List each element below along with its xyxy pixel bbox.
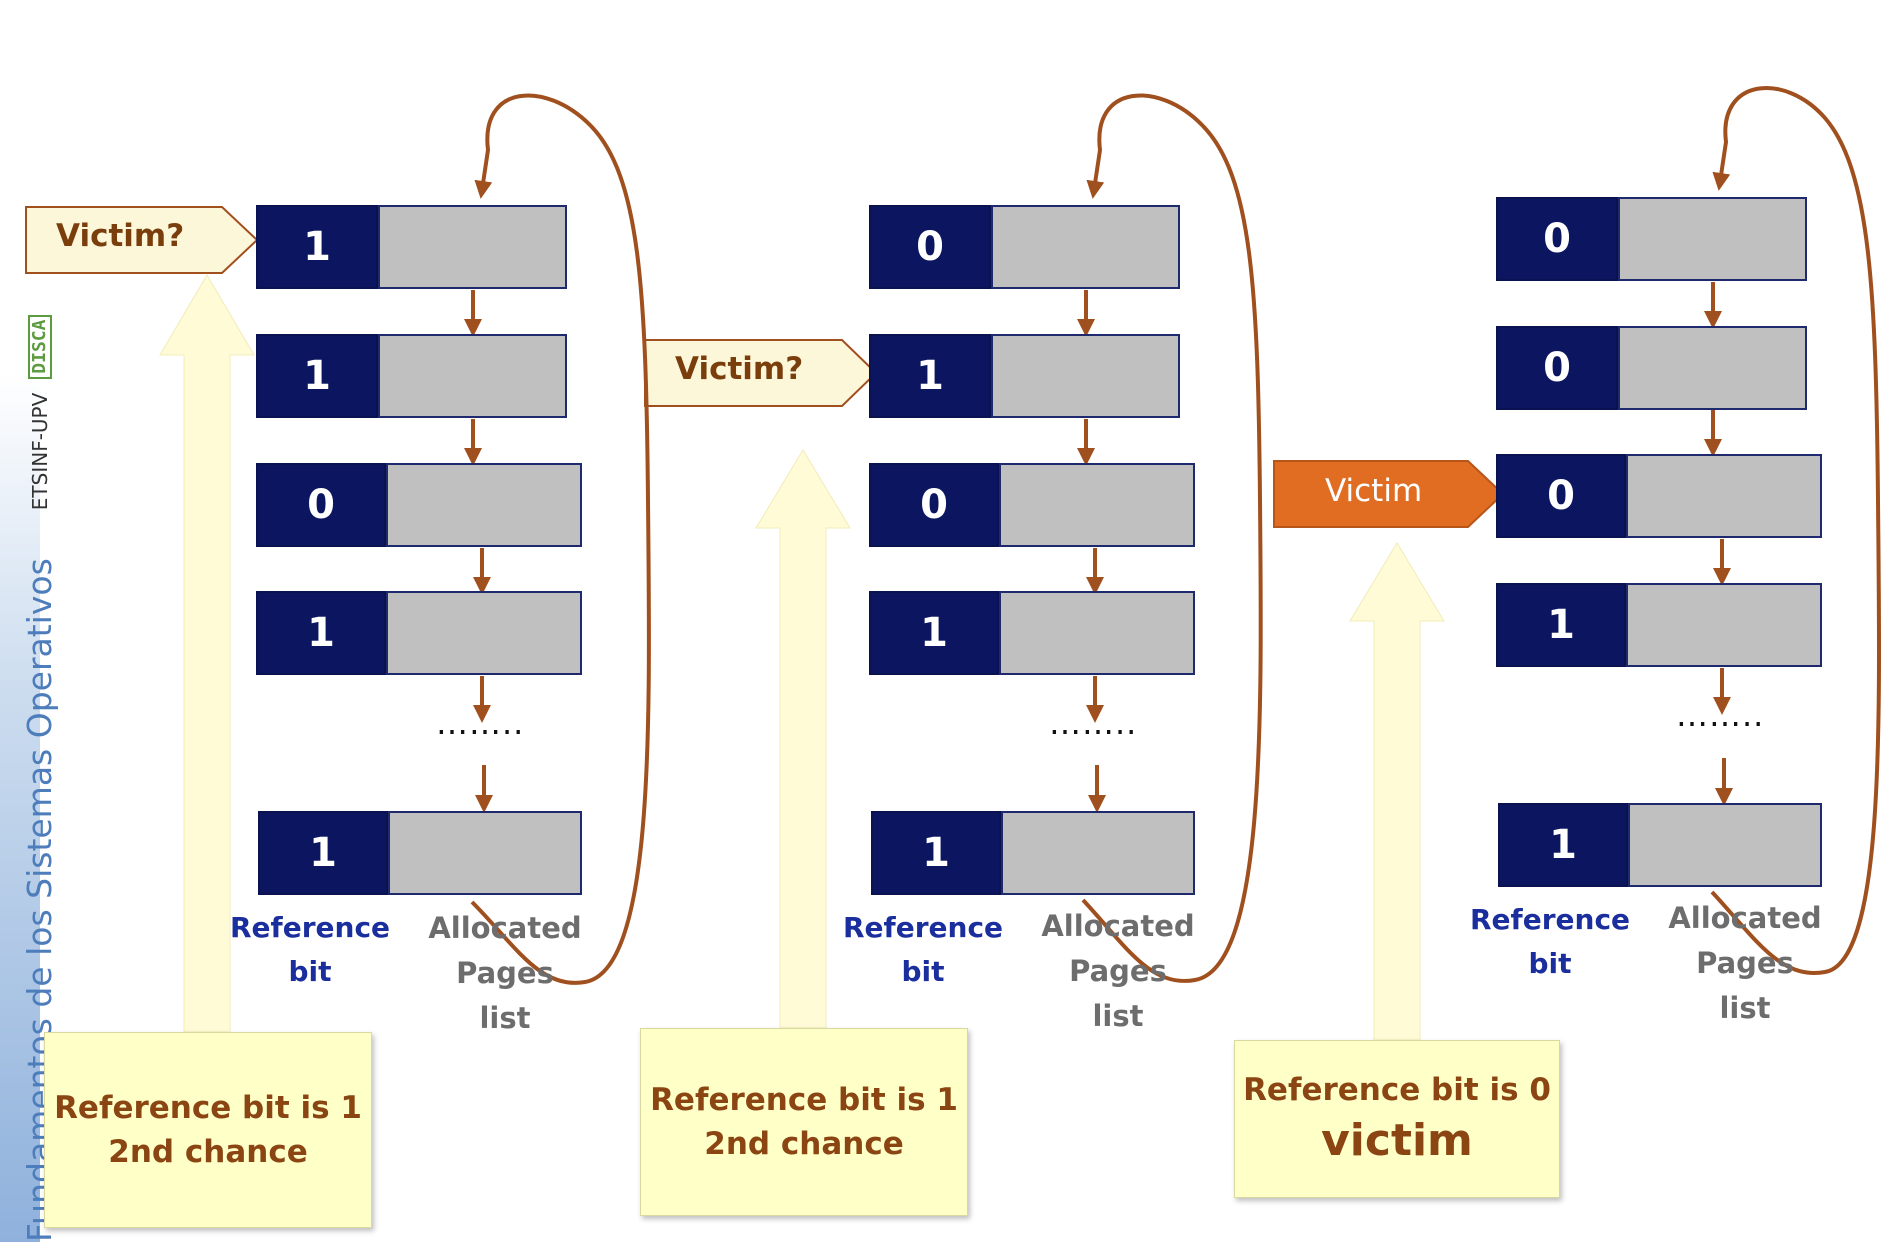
page-frame-cell: [388, 811, 582, 895]
ellipsis: ……..: [436, 704, 525, 742]
label-line: Allocated: [1668, 901, 1822, 935]
label-line: Pages: [1696, 946, 1794, 980]
page-frame-cell: [1001, 811, 1195, 895]
page-frame-cell: [999, 463, 1195, 547]
victim-pointer-label: Victim?: [675, 351, 804, 387]
label-line: bit: [288, 955, 332, 988]
circular-loop-1: [470, 93, 651, 985]
reference-bit-cell: 1: [256, 205, 378, 289]
note-line: Reference bit is 1: [650, 1082, 958, 1118]
reference-bit-cell: 1: [871, 811, 1001, 895]
victim-pointer-label: Victim: [1325, 473, 1423, 509]
pointer-shape-1: [25, 206, 259, 274]
page-frame-cell: [991, 205, 1180, 289]
note-line: Reference bit is 0: [1243, 1072, 1551, 1108]
circular-loop-2: [1081, 93, 1263, 983]
reference-bit-cell: 1: [258, 811, 388, 895]
reference-bit-cell: 0: [869, 205, 991, 289]
reference-bit-cell: 0: [1496, 197, 1618, 281]
up-arrow-1: [159, 274, 255, 1033]
explanation-note: Reference bit is 1 2nd chance: [640, 1028, 968, 1216]
page-frame-cell: [1628, 803, 1822, 887]
reference-bit-label: Reference bit: [843, 906, 1003, 994]
note-line: 2nd chance: [704, 1126, 904, 1162]
allocated-pages-label: Allocated Pages list: [1033, 904, 1203, 1039]
circular-loop-3: [1710, 85, 1882, 975]
page-frame-cell: [378, 334, 567, 418]
up-arrow-2: [755, 449, 851, 1029]
reference-bit-cell: 0: [1496, 326, 1618, 410]
reference-bit-cell: 1: [869, 591, 999, 675]
allocated-pages-label: Allocated Pages list: [1660, 896, 1830, 1031]
note-line: victim: [1321, 1115, 1473, 1166]
label-line: Reference: [1470, 903, 1631, 936]
label-line: Allocated: [428, 911, 582, 945]
explanation-note: Reference bit is 1 2nd chance: [44, 1032, 372, 1228]
reference-bit-cell: 0: [1496, 454, 1626, 538]
note-line: Reference bit is 1: [54, 1090, 362, 1126]
page-frame-cell: [1618, 326, 1807, 410]
reference-bit-cell: 1: [256, 591, 386, 675]
note-line: 2nd chance: [108, 1134, 308, 1170]
reference-bit-cell: 1: [1496, 583, 1626, 667]
label-line: list: [1092, 999, 1144, 1033]
page-frame-cell: [386, 591, 582, 675]
reference-bit-label: Reference bit: [230, 906, 390, 994]
page-frame-cell: [386, 463, 582, 547]
allocated-pages-label: Allocated Pages list: [420, 906, 590, 1041]
reference-bit-cell: 0: [256, 463, 386, 547]
pointer-shape-3: [1273, 460, 1505, 528]
reference-bit-cell: 0: [869, 463, 999, 547]
page-frame-cell: [991, 334, 1180, 418]
label-line: Reference: [843, 911, 1004, 944]
reference-bit-cell: 1: [1498, 803, 1628, 887]
label-line: Pages: [1069, 954, 1167, 988]
page-frame-cell: [378, 205, 567, 289]
label-line: list: [479, 1001, 531, 1035]
label-line: Allocated: [1041, 909, 1195, 943]
ellipsis: ……..: [1049, 704, 1138, 742]
page-frame-cell: [1626, 454, 1822, 538]
explanation-note: Reference bit is 0 victim: [1234, 1040, 1560, 1198]
reference-bit-label: Reference bit: [1470, 898, 1630, 986]
victim-pointer-label: Victim?: [56, 218, 185, 254]
label-line: Reference: [230, 911, 391, 944]
up-arrow-3: [1349, 542, 1445, 1041]
page-frame-cell: [1618, 197, 1807, 281]
page-frame-cell: [1626, 583, 1822, 667]
label-line: Pages: [456, 956, 554, 990]
label-line: bit: [901, 955, 945, 988]
reference-bit-cell: 1: [869, 334, 991, 418]
ellipsis: ……..: [1676, 696, 1765, 734]
label-line: bit: [1528, 947, 1572, 980]
reference-bit-cell: 1: [256, 334, 378, 418]
label-line: list: [1719, 991, 1771, 1025]
page-frame-cell: [999, 591, 1195, 675]
